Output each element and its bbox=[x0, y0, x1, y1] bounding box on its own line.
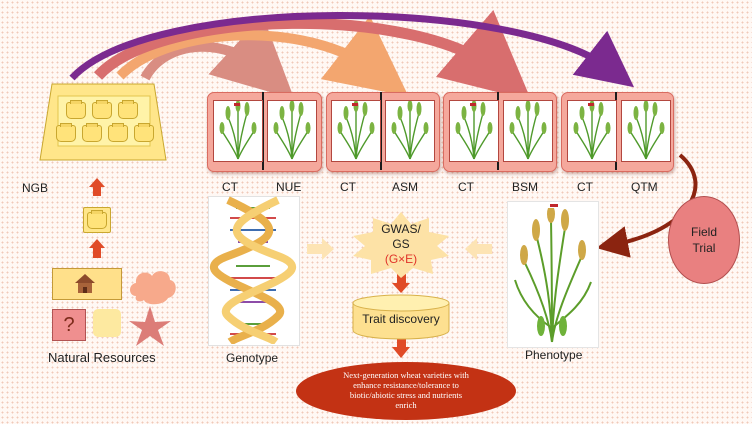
wheat-seedling-icon bbox=[337, 100, 375, 160]
seed-jar-icon bbox=[82, 123, 102, 142]
seed-jar-icon bbox=[92, 100, 112, 119]
outcome-line1: Next-generation wheat varieties with bbox=[343, 370, 469, 380]
ngb-label: NGB bbox=[22, 181, 49, 195]
tray-divider bbox=[262, 92, 264, 170]
seed-jar-icon bbox=[66, 100, 86, 119]
starfish-icon bbox=[129, 306, 171, 346]
tray-divider bbox=[380, 92, 382, 170]
seed-jar-icon bbox=[108, 123, 128, 142]
wheat-card-3 bbox=[331, 100, 381, 162]
pair-2-left-label: CT bbox=[340, 180, 356, 194]
wheat-seedling-icon bbox=[627, 100, 665, 160]
gwas-text: GWAS/ GS (G×E) bbox=[351, 222, 451, 267]
wheat-seedling-icon bbox=[273, 100, 311, 160]
pair-1-left-label: CT bbox=[222, 180, 238, 194]
wheat-seedling-icon bbox=[455, 100, 493, 160]
wheat-seedling-icon bbox=[573, 100, 611, 160]
sample-marker bbox=[234, 103, 240, 106]
wheat-card-6 bbox=[503, 100, 553, 162]
wheat-card-4 bbox=[385, 100, 435, 162]
pair-3-right-label: BSM bbox=[512, 180, 539, 194]
outcome-line4: enrich bbox=[395, 400, 417, 410]
arrow-genotype-to-gwas bbox=[307, 238, 334, 260]
phenotype-marker bbox=[550, 204, 558, 207]
seed-jar-icon bbox=[87, 210, 107, 229]
pair-4-left-label: CT bbox=[577, 180, 593, 194]
wheat-seedling-icon bbox=[391, 100, 429, 160]
field-trial-line1: Field bbox=[690, 225, 717, 239]
arrow-ngb-to-tray-3 bbox=[93, 9, 532, 101]
arrow-ngb-to-tray-1 bbox=[140, 15, 295, 100]
outcome-line2: enhance resistance/tolerance to bbox=[353, 380, 459, 390]
dna-helix-icon bbox=[210, 196, 296, 344]
speech-bubble-icon bbox=[93, 309, 121, 337]
sample-marker bbox=[588, 103, 594, 106]
natural-resources-label: Natural Resources bbox=[48, 350, 156, 365]
wheat-card-2 bbox=[267, 100, 317, 162]
question-icon: ? bbox=[52, 309, 86, 341]
seed-jar-icon bbox=[118, 100, 138, 119]
seed-jar-icon bbox=[134, 123, 154, 142]
wheat-card-5 bbox=[449, 100, 499, 162]
trait-discovery-cylinder bbox=[352, 294, 450, 340]
genotype-label: Genotype bbox=[226, 351, 279, 365]
pair-1-right-label: NUE bbox=[276, 180, 302, 194]
pair-3-left-label: CT bbox=[458, 180, 474, 194]
field-trial-circle: Field Trial bbox=[668, 196, 740, 284]
gwas-starburst bbox=[353, 212, 449, 278]
down-arrow-gwas bbox=[392, 274, 410, 293]
trait-discovery-label: Trait discovery bbox=[362, 312, 440, 326]
cloud-icon bbox=[130, 271, 176, 305]
wheat-seedling-icon bbox=[219, 100, 257, 160]
gxe-label: (G×E) bbox=[384, 252, 418, 266]
pair-4-right-label: QTM bbox=[631, 180, 658, 194]
outcome-oval: Next-generation wheat varieties with enh… bbox=[296, 362, 516, 420]
up-arrow-ngb bbox=[89, 178, 105, 196]
wheat-seedling-icon bbox=[509, 100, 547, 160]
phenotype-label: Phenotype bbox=[525, 348, 583, 362]
house-icon bbox=[75, 274, 95, 293]
gwas-line2: GS bbox=[392, 237, 410, 251]
down-arrow-trait bbox=[392, 338, 410, 358]
sample-marker bbox=[352, 103, 358, 106]
arrow-phenotype-to-gwas bbox=[465, 238, 492, 260]
arrow-ngb-to-tray-4 bbox=[69, 12, 635, 88]
seed-jar-icon bbox=[56, 123, 76, 142]
dna-panel bbox=[208, 196, 300, 346]
gwas-line1: GWAS/ bbox=[381, 222, 421, 236]
wheat-card-8 bbox=[621, 100, 671, 162]
field-trial-line2: Trial bbox=[692, 241, 716, 255]
arrow-ngb-to-tray-2 bbox=[116, 15, 409, 97]
pair-2-right-label: ASM bbox=[392, 180, 419, 194]
sample-marker bbox=[470, 103, 476, 106]
wheat-card-1 bbox=[213, 100, 263, 162]
wheat-plant-icon bbox=[514, 208, 592, 343]
wheat-card-7 bbox=[567, 100, 617, 162]
outcome-line3: biotic/abiotic stress and nutrients bbox=[349, 390, 463, 400]
up-arrow-jar bbox=[89, 239, 105, 258]
